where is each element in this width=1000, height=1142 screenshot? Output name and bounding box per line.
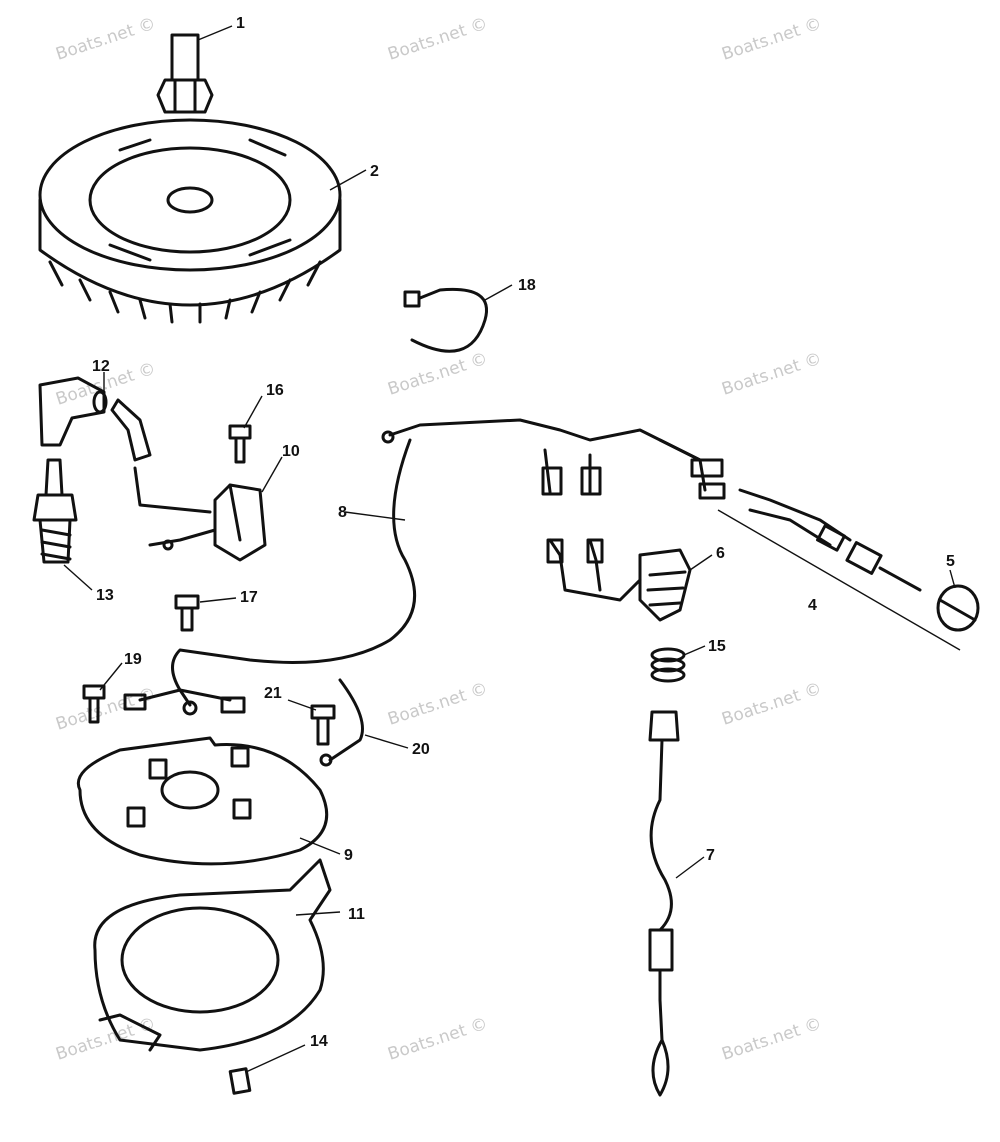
watermark: Boats.net © <box>719 14 824 65</box>
watermark: Boats.net © <box>385 1014 490 1065</box>
ignition-coil-drawing <box>148 483 267 562</box>
callout-15: 15 <box>708 638 726 655</box>
leader-lines <box>63 25 956 1073</box>
stop-switch-drawing <box>546 538 692 622</box>
screw-21-drawing <box>310 704 336 746</box>
screw-17-drawing <box>174 594 200 632</box>
boot-drawing <box>38 376 212 514</box>
callout-11: 11 <box>348 906 365 923</box>
callout-7: 7 <box>706 847 715 864</box>
callout-16: 16 <box>266 382 284 399</box>
lead-drawing <box>717 488 961 651</box>
watermark: Boats.net © <box>385 679 490 730</box>
screw-19-drawing <box>82 684 106 724</box>
callout-21: 21 <box>264 685 282 702</box>
stator-plate-drawing <box>77 736 329 866</box>
cap-drawing <box>936 584 980 632</box>
callout-20: 20 <box>412 741 430 758</box>
callout-9: 9 <box>344 847 353 864</box>
watermark: Boats.net © <box>385 14 490 65</box>
callout-6: 6 <box>716 545 725 562</box>
watermark: Boats.net © <box>719 1014 824 1065</box>
trigger-plate-drawing <box>93 858 332 1052</box>
watermark: Boats.net © <box>53 1014 158 1065</box>
key-drawing <box>228 1067 252 1095</box>
callout-17: 17 <box>240 589 258 606</box>
callout-4: 4 <box>808 597 817 614</box>
callout-5: 5 <box>946 553 955 570</box>
callout-2: 2 <box>370 163 379 180</box>
clamp-drawing <box>403 287 488 353</box>
watermark: Boats.net © <box>719 349 824 400</box>
callout-19: 19 <box>124 651 142 668</box>
callout-14: 14 <box>310 1033 328 1050</box>
callout-13: 13 <box>96 587 114 604</box>
callout-10: 10 <box>282 443 300 460</box>
callout-8: 8 <box>338 504 347 521</box>
callout-18: 18 <box>518 277 536 294</box>
flywheel-drawing <box>38 118 342 324</box>
harness-drawing <box>171 418 726 692</box>
spring-drawing <box>650 647 686 683</box>
callout-12: 12 <box>92 358 110 375</box>
lanyard-drawing <box>648 710 680 1097</box>
callouts: 1 2 4 5 6 7 8 9 10 11 12 13 14 15 16 17 … <box>92 15 955 1050</box>
flywheel-nut-drawing <box>156 33 214 114</box>
watermark: Boats.net © <box>719 679 824 730</box>
ground-wire-drawing <box>319 678 364 767</box>
watermarks: Boats.net © Boats.net © Boats.net © Boat… <box>53 14 824 1065</box>
screw-16-drawing <box>228 424 252 464</box>
stator-leads-drawing <box>123 688 246 716</box>
spark-plug-drawing <box>32 458 78 564</box>
watermark: Boats.net © <box>385 349 490 400</box>
callout-1: 1 <box>236 15 245 32</box>
watermark: Boats.net © <box>53 14 158 65</box>
